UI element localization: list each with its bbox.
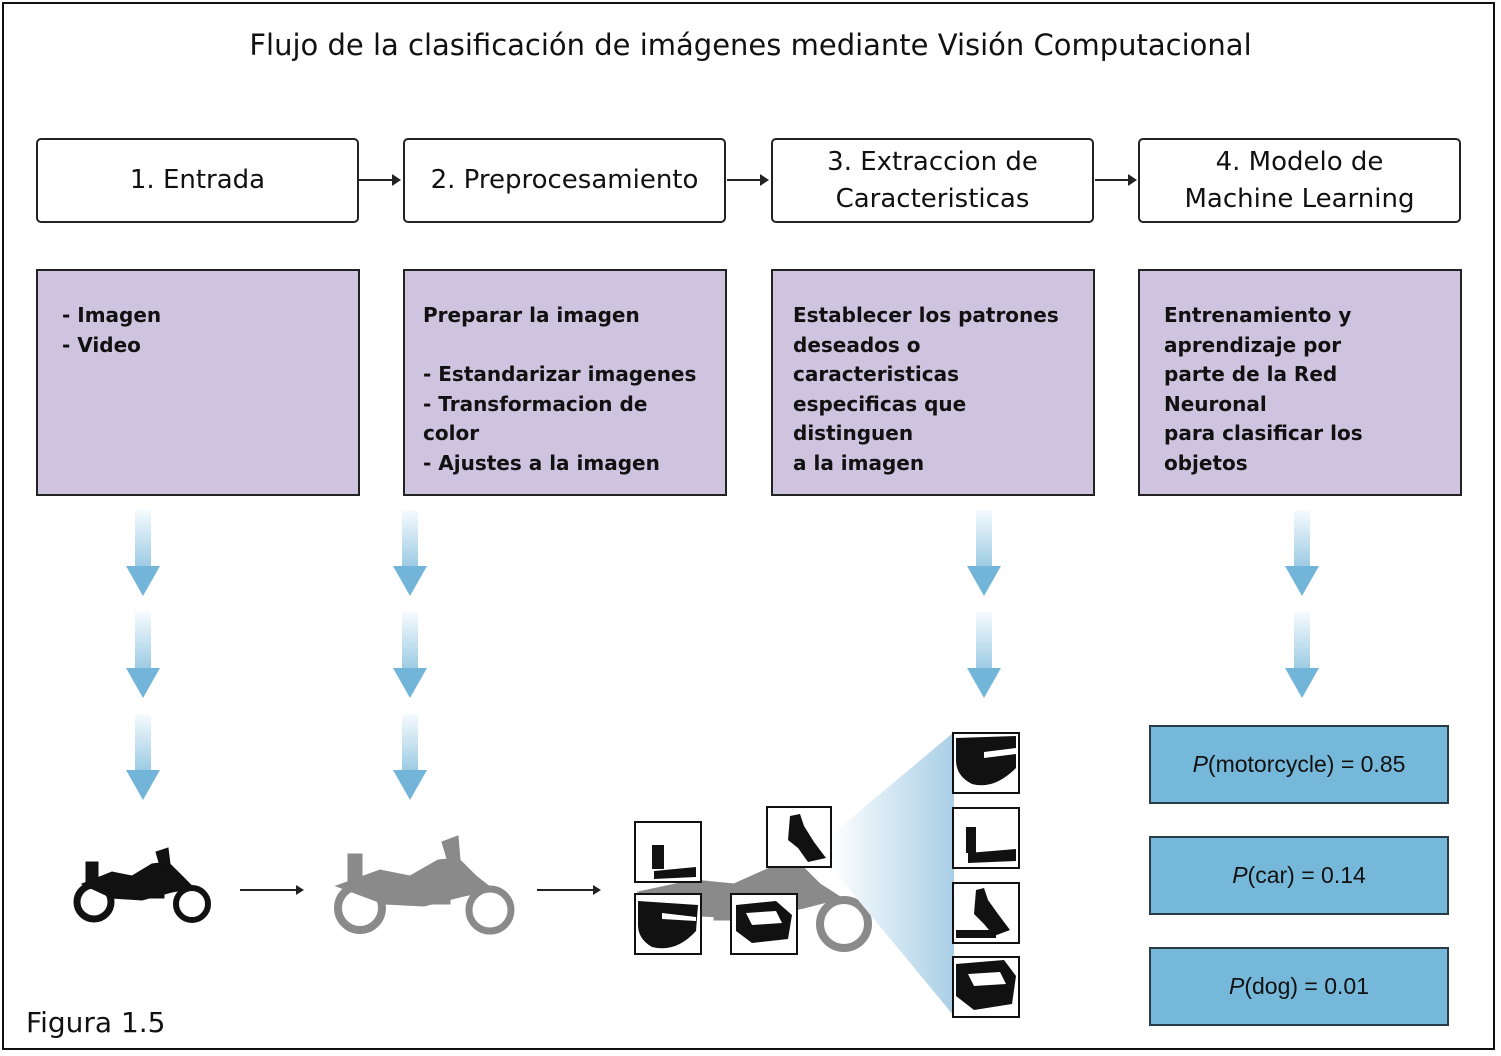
down-arrow-icon [393, 510, 427, 596]
feature-box-wheel [634, 893, 702, 955]
zoom-cone [830, 732, 954, 1016]
feature-zoom-2 [952, 807, 1020, 869]
down-arrow-icon [1285, 510, 1319, 596]
desc-modelo: Entrenamiento y aprendizaje por parte de… [1138, 269, 1462, 496]
down-arrow-icon [393, 714, 427, 800]
prediction-dog: P(dog) = 0.01 [1149, 947, 1449, 1026]
feature-box-seat [634, 821, 702, 883]
prediction-text: (motorcycle) = 0.85 [1207, 751, 1406, 777]
flow-arrow-1 [240, 885, 304, 895]
desc-entrada: - Imagen - Video [36, 269, 360, 496]
prediction-motorcycle: P(motorcycle) = 0.85 [1149, 725, 1449, 804]
down-arrow-icon [393, 612, 427, 698]
down-arrow-icon [126, 612, 160, 698]
step-modelo: 4. Modelo de Machine Learning [1138, 138, 1461, 223]
connector-arrow-2 [727, 174, 769, 186]
connector-arrow-1 [359, 174, 401, 186]
desc-preprocesamiento: Preparar la imagen - Estandarizar imagen… [403, 269, 727, 496]
step-extraccion: 3. Extraccion de Caracteristicas [771, 138, 1094, 223]
feature-box-rider [766, 806, 832, 868]
prediction-prefix: P [1228, 973, 1245, 999]
prediction-car: P(car) = 0.14 [1149, 836, 1449, 915]
connector-arrow-3 [1095, 174, 1137, 186]
step-preprocesamiento: 2. Preprocesamiento [403, 138, 726, 223]
step-entrada: 1. Entrada [36, 138, 359, 223]
desc-extraccion: Establecer los patrones deseados o carac… [771, 269, 1095, 496]
prediction-text: (car) = 0.14 [1247, 862, 1366, 888]
down-arrow-icon [967, 510, 1001, 596]
feature-zoom-4 [952, 956, 1020, 1018]
down-arrow-icon [126, 510, 160, 596]
feature-zoom-1 [952, 732, 1020, 794]
motorcycle-preprocessed-icon [334, 835, 515, 935]
diagram-title: Flujo de la clasificación de imágenes me… [249, 28, 1252, 62]
prediction-prefix: P [1232, 862, 1248, 888]
motorcycle-original-icon [73, 847, 211, 923]
down-arrow-icon [967, 612, 1001, 698]
down-arrow-icon [126, 714, 160, 800]
flow-arrow-2 [537, 885, 601, 895]
prediction-text: (dog) = 0.01 [1244, 973, 1369, 999]
down-arrow-icon [1285, 612, 1319, 698]
feature-box-engine [730, 893, 798, 955]
figure-label: Figura 1.5 [26, 1006, 166, 1039]
feature-zoom-3 [952, 882, 1020, 944]
prediction-prefix: P [1192, 751, 1208, 777]
